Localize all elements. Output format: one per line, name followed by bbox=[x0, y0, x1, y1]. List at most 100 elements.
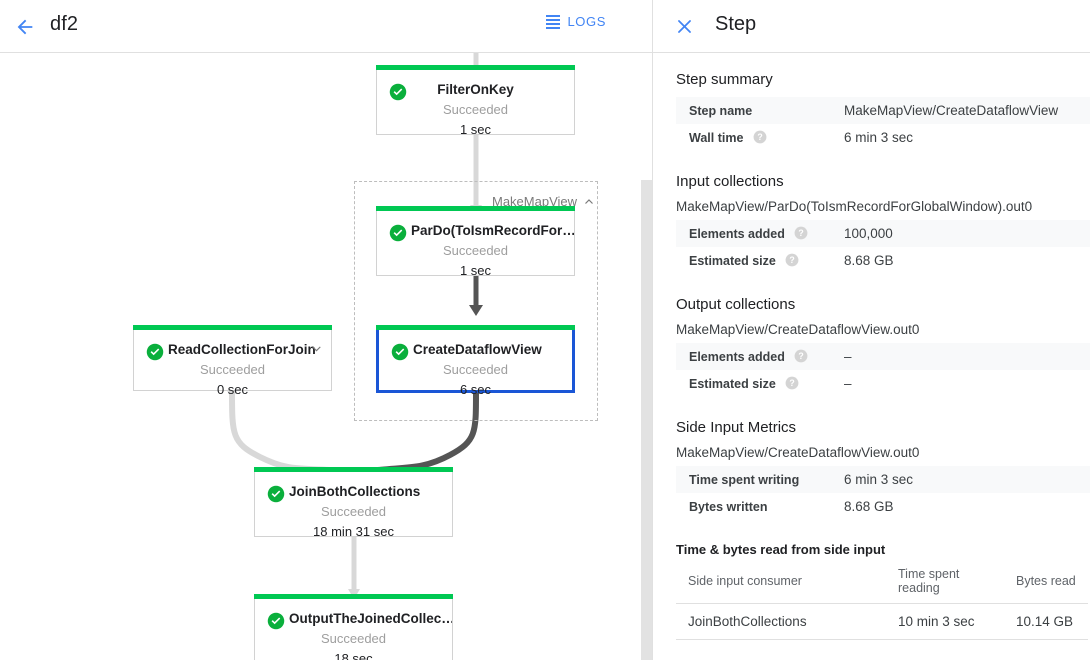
graph-group-label[interactable]: MakeMapView bbox=[492, 194, 595, 209]
chevron-up-icon[interactable] bbox=[583, 196, 595, 208]
node-time: 6 sec bbox=[459, 382, 492, 397]
job-graph-pane: df2 LOGS bbox=[0, 12, 652, 660]
node-status-bar bbox=[376, 206, 575, 211]
svg-text:?: ? bbox=[790, 255, 795, 265]
node-status: Succeeded bbox=[442, 102, 509, 117]
list-icon bbox=[546, 14, 561, 29]
graph-node-read-collection-for-join[interactable]: ReadCollectionForJoin Succeeded 0 sec bbox=[133, 325, 332, 397]
node-status: Succeeded bbox=[442, 362, 509, 377]
table-header-row: Side input consumer Time spent reading B… bbox=[676, 563, 1088, 604]
graph-scrollbar-thumb[interactable] bbox=[641, 180, 652, 660]
row-key-label: Elements added bbox=[689, 227, 785, 241]
column-header-consumer: Side input consumer bbox=[676, 563, 886, 604]
graph-group-label-text: MakeMapView bbox=[492, 194, 578, 209]
row-key: Time spent writing bbox=[676, 466, 844, 493]
row-value: 6 min 3 sec bbox=[844, 472, 914, 487]
graph-group-makemapview[interactable] bbox=[354, 181, 598, 421]
row-key-label: Time spent writing bbox=[689, 472, 800, 487]
table-row: JoinBothCollections 10 min 3 sec 10.14 G… bbox=[676, 603, 1088, 640]
table-row: Estimated size ? 8.68 GB bbox=[676, 247, 1090, 274]
job-graph-canvas[interactable]: MakeMapView FilterOnKey Succeeded 1 sec bbox=[0, 53, 652, 660]
cell-consumer: JoinBothCollections bbox=[676, 603, 886, 640]
help-icon[interactable]: ? bbox=[753, 130, 767, 144]
check-circle-icon bbox=[146, 343, 164, 361]
help-icon[interactable]: ? bbox=[794, 349, 808, 363]
input-collection-name: MakeMapView/ParDo(ToIsmRecordForGlobalWi… bbox=[676, 199, 1033, 214]
node-title: ReadCollectionForJoin bbox=[168, 342, 316, 357]
row-value: 100,000 bbox=[844, 226, 893, 241]
graph-node-pardo-toismrecordfor[interactable]: ParDo(ToIsmRecordFor… Succeeded 1 sec bbox=[376, 206, 575, 278]
step-details-pane: Step Step summary Step name MakeMapView/… bbox=[653, 0, 1090, 660]
node-status: Succeeded bbox=[442, 243, 509, 258]
table-row: Estimated size ? – bbox=[676, 370, 1090, 397]
chevron-down-icon[interactable] bbox=[310, 342, 323, 355]
row-key-label: Step name bbox=[689, 103, 753, 118]
row-key: Estimated size ? bbox=[676, 247, 844, 274]
node-title: OutputTheJoinedCollec… bbox=[289, 611, 452, 626]
step-panel-header: Step bbox=[653, 0, 1090, 53]
table-row: Step name MakeMapView/CreateDataflowView bbox=[676, 97, 1090, 124]
svg-text:?: ? bbox=[790, 378, 795, 388]
row-key: Bytes written bbox=[676, 493, 844, 520]
row-value: 6 min 3 sec bbox=[844, 130, 914, 145]
graph-node-join-both-collections[interactable]: JoinBothCollections Succeeded 18 min 31 … bbox=[254, 467, 453, 539]
output-collections-heading: Output collections bbox=[676, 296, 796, 313]
node-time: 1 sec bbox=[459, 122, 492, 137]
graph-node-create-dataflow-view[interactable]: CreateDataflowView Succeeded 6 sec bbox=[376, 325, 575, 397]
graph-node-output-the-joined-collec[interactable]: OutputTheJoinedCollec… Succeeded 18 sec bbox=[254, 594, 453, 660]
table-row: Time spent writing 6 min 3 sec bbox=[676, 466, 1090, 493]
node-time: 18 min 31 sec bbox=[313, 524, 394, 539]
input-collections-table: Elements added ? 100,000 Estimated size … bbox=[676, 220, 1090, 274]
node-time: 1 sec bbox=[459, 263, 492, 278]
row-key-label: Bytes written bbox=[689, 499, 768, 514]
node-status-bar bbox=[376, 65, 575, 70]
close-icon[interactable] bbox=[670, 12, 698, 40]
check-circle-icon bbox=[391, 343, 409, 361]
page-title: df2 bbox=[50, 13, 79, 35]
logs-button-label: LOGS bbox=[567, 14, 606, 29]
row-value: – bbox=[844, 376, 852, 391]
node-status-bar bbox=[254, 594, 453, 599]
row-value: 8.68 GB bbox=[844, 253, 894, 268]
node-status-bar bbox=[376, 325, 575, 330]
table-row: Elements added ? – bbox=[676, 343, 1090, 370]
side-input-metrics-table: Time spent writing 6 min 3 sec Bytes wri… bbox=[676, 466, 1090, 520]
check-circle-icon bbox=[389, 224, 407, 242]
logs-button[interactable]: LOGS bbox=[546, 14, 606, 29]
table-row: Wall time ? 6 min 3 sec bbox=[676, 124, 1090, 151]
pane-divider bbox=[652, 0, 653, 660]
svg-text:?: ? bbox=[799, 228, 804, 238]
step-summary-heading: Step summary bbox=[676, 71, 773, 88]
side-input-metrics-heading: Side Input Metrics bbox=[676, 419, 797, 436]
check-circle-icon bbox=[267, 485, 285, 503]
help-icon[interactable]: ? bbox=[785, 253, 799, 267]
cell-time: 10 min 3 sec bbox=[886, 603, 1004, 640]
side-input-reads-heading: Time & bytes read from side input bbox=[676, 542, 886, 557]
output-collections-table: Elements added ? – Estimated size ? bbox=[676, 343, 1090, 397]
help-icon[interactable]: ? bbox=[794, 226, 808, 240]
node-title: JoinBothCollections bbox=[289, 484, 421, 499]
node-status-bar bbox=[254, 467, 453, 472]
node-time: 18 sec bbox=[334, 651, 373, 660]
node-status: Succeeded bbox=[199, 362, 266, 377]
row-key-label: Estimated size bbox=[689, 377, 776, 391]
node-title: ParDo(ToIsmRecordFor… bbox=[411, 223, 574, 238]
node-title: CreateDataflowView bbox=[413, 342, 542, 357]
arrow-left-icon[interactable] bbox=[10, 12, 40, 42]
svg-text:?: ? bbox=[757, 132, 762, 142]
graph-vertical-scrollbar[interactable] bbox=[640, 53, 652, 660]
graph-node-filter-on-key[interactable]: FilterOnKey Succeeded 1 sec bbox=[376, 65, 575, 137]
svg-text:?: ? bbox=[799, 351, 804, 361]
column-header-time: Time spent reading bbox=[886, 563, 1004, 604]
input-collections-heading: Input collections bbox=[676, 173, 784, 190]
row-key: Elements added ? bbox=[676, 220, 844, 247]
row-value: MakeMapView/CreateDataflowView bbox=[844, 103, 1059, 118]
check-circle-icon bbox=[267, 612, 285, 630]
node-status: Succeeded bbox=[320, 504, 387, 519]
step-panel-title: Step bbox=[715, 13, 757, 35]
node-status-bar bbox=[133, 325, 332, 330]
cell-bytes: 10.14 GB bbox=[1004, 603, 1088, 640]
row-key: Step name bbox=[676, 97, 844, 124]
node-time: 0 sec bbox=[216, 382, 249, 397]
help-icon[interactable]: ? bbox=[785, 376, 799, 390]
